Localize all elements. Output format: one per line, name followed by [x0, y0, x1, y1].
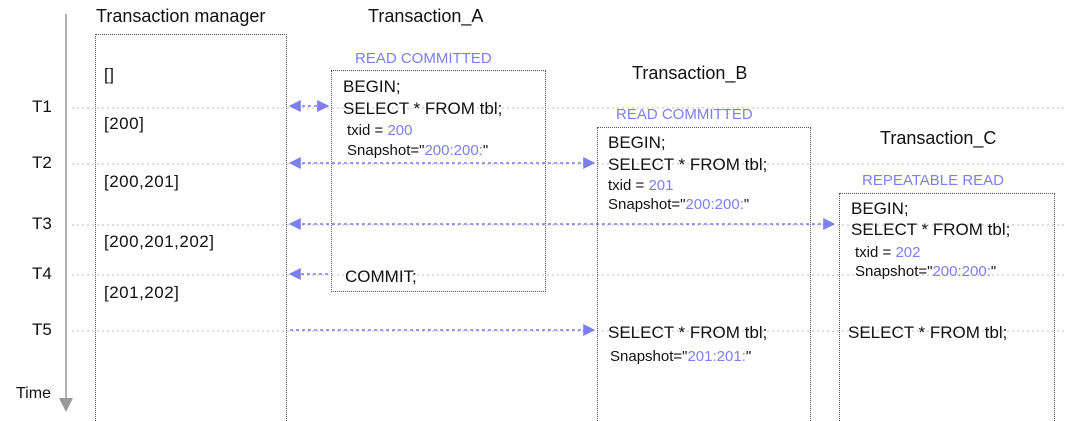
transaction-a-txid-label: txid = — [347, 122, 388, 139]
transaction-c-txid-label: txid = — [855, 244, 896, 261]
transaction-b-snapshot-close: " — [743, 196, 750, 213]
time-label-t5: T5 — [32, 320, 52, 339]
transaction-a-begin: BEGIN; — [343, 77, 401, 96]
transaction-b-box — [597, 127, 811, 421]
transaction-a-txid-value: 200 — [387, 122, 413, 139]
transaction-a-box — [331, 70, 546, 292]
transaction-b-snapshot-2-value: 201:201: — [687, 348, 746, 365]
transaction-b-begin: BEGIN; — [608, 133, 666, 152]
transaction-c-title: Transaction_C — [880, 128, 997, 148]
transaction-c-txid-value: 202 — [895, 244, 921, 261]
transaction-a-snapshot-value: 200:200: — [424, 142, 483, 159]
manager-state-t1: [200] — [104, 114, 145, 133]
transaction-c-snapshot-close: " — [990, 263, 997, 280]
time-label-t1: T1 — [32, 97, 52, 116]
transaction-b-select-2: SELECT * FROM tbl; — [608, 323, 768, 342]
transaction-manager-box — [95, 34, 287, 421]
transaction-b-select: SELECT * FROM tbl; — [608, 155, 768, 174]
transaction-b-snapshot-value: 200:200: — [685, 196, 744, 213]
time-label-t3: T3 — [32, 214, 52, 233]
transaction-b-snapshot-2-close: " — [745, 348, 752, 365]
transaction-b-title: Transaction_B — [632, 63, 748, 83]
manager-state-initial: [] — [104, 65, 115, 84]
transaction-a-txid-line: txid = 200 — [347, 121, 412, 141]
transaction-a-snapshot-line: Snapshot="200:200:" — [347, 142, 489, 159]
manager-state-t3: [200,201,202] — [104, 232, 215, 251]
manager-state-t2: [200,201] — [104, 172, 180, 191]
transaction-c-select: SELECT * FROM tbl; — [851, 220, 1011, 239]
transaction-manager-title: Transaction manager — [96, 6, 266, 26]
transaction-a-isolation: READ COMMITTED — [355, 50, 492, 67]
transaction-c-box — [839, 193, 1055, 421]
transaction-c-isolation: REPEATABLE READ — [862, 172, 1004, 189]
transaction-c-select-2: SELECT * FROM tbl; — [848, 323, 1008, 342]
transaction-b-snapshot-label: Snapshot=" — [608, 196, 686, 213]
transaction-c-snapshot-label: Snapshot=" — [855, 263, 933, 280]
transaction-b-txid-label: txid = — [608, 177, 649, 194]
transaction-c-begin: BEGIN; — [851, 199, 909, 218]
time-axis-arrowhead — [59, 398, 73, 412]
transaction-b-txid-value: 201 — [648, 177, 674, 194]
transaction-b-snapshot-2-label: Snapshot=" — [610, 348, 688, 365]
transaction-a-snapshot-label: Snapshot=" — [347, 142, 425, 159]
transaction-c-txid-line: txid = 202 — [855, 243, 920, 263]
transaction-c-snapshot-value: 200:200: — [932, 263, 991, 280]
transaction-b-isolation: READ COMMITTED — [616, 106, 753, 123]
transaction-b-snapshot-line: Snapshot="200:200:" — [608, 195, 749, 215]
time-axis-label: Time — [16, 385, 51, 402]
transaction-b-txid-line: txid = 201 — [608, 176, 673, 196]
manager-state-t4: [201,202] — [104, 283, 180, 302]
time-label-t4: T4 — [32, 264, 52, 283]
transaction-a-select: SELECT * FROM tbl; — [343, 99, 503, 118]
transaction-a-commit: COMMIT; — [345, 267, 417, 286]
transaction-a-title: Transaction_A — [368, 6, 484, 26]
transaction-b-snapshot-2-line: Snapshot="201:201:" — [610, 347, 751, 367]
time-label-t2: T2 — [32, 153, 52, 172]
transaction-c-snapshot-line: Snapshot="200:200:" — [855, 262, 996, 282]
